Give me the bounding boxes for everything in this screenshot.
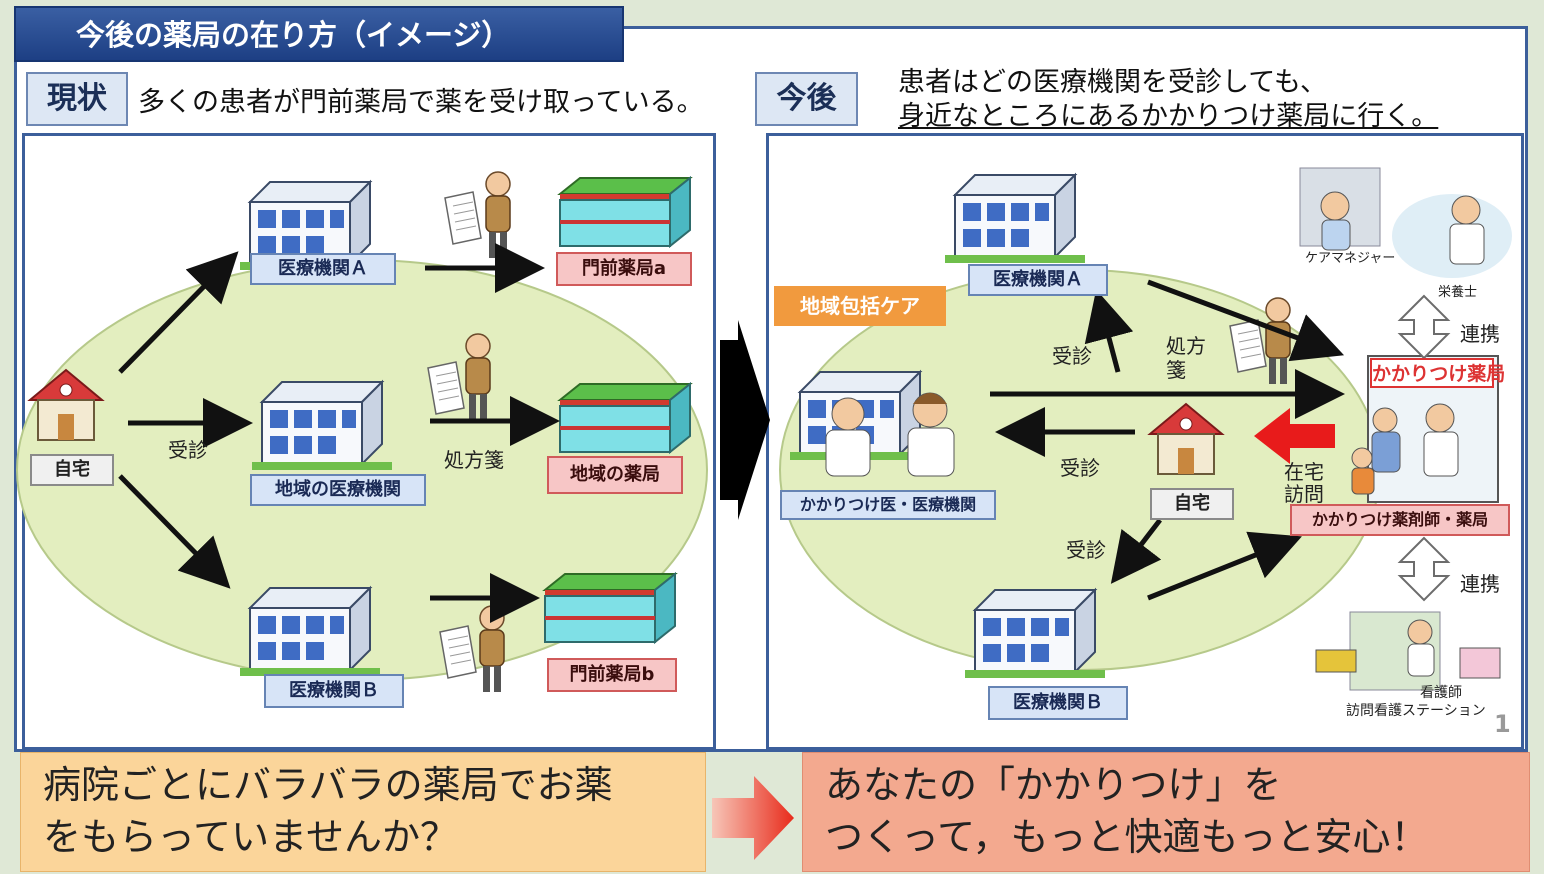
dietitian-icon xyxy=(1392,194,1512,278)
bottom-answer-line1: あなたの「かかりつけ」を xyxy=(825,763,1282,807)
future-description: 患者はどの医療機関を受診しても、 身近なところにあるかかりつけ薬局に行く。 xyxy=(898,66,1438,134)
future-prescription-label-1: 処方 xyxy=(1166,334,1206,358)
doctor-icon xyxy=(825,392,955,477)
arrow-icon xyxy=(118,251,239,374)
current-home-label: 自宅 xyxy=(30,454,114,486)
future-tag: 今後 xyxy=(755,72,858,126)
current-hospital-b-label: 医療機関Ｂ xyxy=(264,674,404,708)
pharmacy-icon xyxy=(559,383,691,453)
arrow-icon xyxy=(1147,531,1302,601)
bottom-question-line2: をもらっていませんか？ xyxy=(43,815,458,859)
elderly-man-icon xyxy=(479,605,505,693)
current-tag: 現状 xyxy=(26,72,128,126)
elderly-man-icon xyxy=(485,171,511,259)
future-description-line2: 身近なところにあるかかりつけ薬局に行く。 xyxy=(898,101,1439,132)
bottom-answer-box: あなたの「かかりつけ」を つくって，もっと快適もっと安心！ xyxy=(802,752,1530,872)
current-hospital-a-label: 医療機関Ａ xyxy=(250,253,396,285)
cooperation-arrow-icon xyxy=(1397,294,1451,360)
future-hospital-a-label: 医療機関Ａ xyxy=(968,264,1108,296)
building-icon xyxy=(944,174,1086,264)
community-care-badge: 地域包括ケア xyxy=(774,286,946,326)
future-description-line1: 患者はどの医療機関を受診しても、 xyxy=(898,67,1328,98)
home-visit-label-2: 訪問 xyxy=(1284,482,1324,506)
current-pharmacy-b-label: 門前薬局b xyxy=(547,658,677,692)
arrow-icon xyxy=(1110,518,1162,584)
transition-arrow-icon xyxy=(720,320,770,520)
bottom-question-box: 病院ごとにバラバラの薬局でお薬 をもらっていませんか？ xyxy=(20,752,706,872)
bottom-question-line1: 病院ごとにバラバラの薬局でお薬 xyxy=(43,763,613,807)
kakaritsuke-pharmacist-label: かかりつけ薬剤師・薬局 xyxy=(1290,504,1510,536)
arrow-icon xyxy=(1147,279,1345,362)
pharmacy-icon xyxy=(559,177,691,247)
future-visit-label-2: 受診 xyxy=(1060,456,1100,480)
care-manager-label: ケアマネジャー xyxy=(1305,251,1396,266)
current-description: 多くの患者が門前薬局で薬を受け取っている。 xyxy=(138,87,704,118)
current-local-hospital-label: 地域の医療機関 xyxy=(250,474,426,506)
nurse-label: 看護師 xyxy=(1420,685,1462,701)
current-pharmacy-a-label: 門前薬局a xyxy=(556,252,692,286)
current-local-pharmacy-label: 地域の薬局 xyxy=(547,456,683,494)
arrow-icon xyxy=(1084,289,1134,373)
future-visit-label-1: 受診 xyxy=(1052,344,1092,368)
cooperation-label-2: 連携 xyxy=(1460,572,1500,596)
future-hospital-b-label: 医療機関Ｂ xyxy=(988,686,1128,720)
dietitian-label: 栄養士 xyxy=(1438,285,1478,300)
arrow-icon xyxy=(118,474,231,589)
future-prescription-label-2: 箋 xyxy=(1166,358,1186,382)
bottom-answer-line2: つくって，もっと快適もっと安心！ xyxy=(825,815,1429,859)
future-visit-label-3: 受診 xyxy=(1066,538,1106,562)
nursing-station-icon xyxy=(1315,611,1501,691)
care-manager-icon xyxy=(1299,167,1381,251)
current-visit-label: 受診 xyxy=(168,438,208,462)
page-number: 1 xyxy=(1494,710,1511,738)
slide-title: 今後の薬局の在り方（イメージ） xyxy=(14,6,624,62)
cooperation-label-1: 連携 xyxy=(1460,322,1500,346)
nursing-station-label: 訪問看護ステーション xyxy=(1346,703,1486,719)
pharmacy-icon xyxy=(544,573,676,643)
cooperation-arrow-icon xyxy=(1397,536,1451,602)
kakaritsuke-pharmacy-sign: かかりつけ薬局 xyxy=(1370,358,1505,388)
home-visit-arrow-icon xyxy=(1254,408,1335,464)
bottom-arrow-icon xyxy=(712,776,794,860)
home-visit-label-1: 在宅 xyxy=(1284,460,1324,484)
prescription-paper-icon xyxy=(444,191,482,245)
future-home-label: 自宅 xyxy=(1150,488,1234,520)
family-doctor-label: かかりつけ医・医療機関 xyxy=(780,490,996,520)
current-prescription-label: 処方箋 xyxy=(444,448,504,472)
